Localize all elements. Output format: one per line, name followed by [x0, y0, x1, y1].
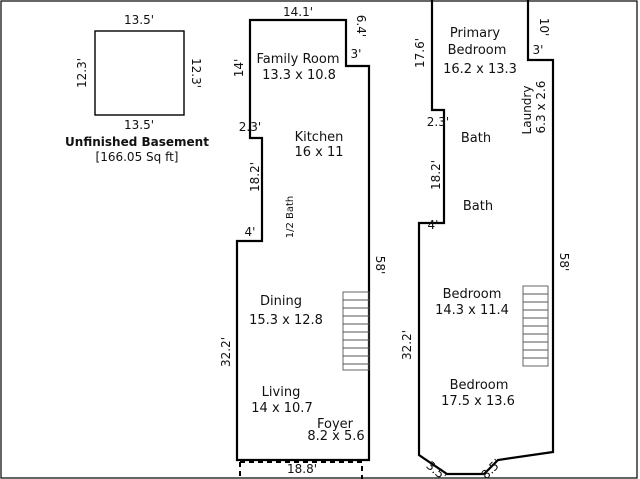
- porch-outline: [239, 461, 363, 479]
- upper-left-dimension: 32.2': [400, 330, 414, 360]
- basement-top-dimension: 13.5': [124, 13, 154, 27]
- primary-bedroom-label-2: Bedroom: [448, 43, 507, 58]
- laundry-size: 6.3 x 2.6: [534, 81, 548, 134]
- upper-stairs: [522, 285, 549, 367]
- main-small-step-dimension: 3': [351, 47, 362, 61]
- upper-right-dimension: 58': [557, 253, 571, 272]
- upper-floor-plan: 10' 3' 17.6' 2.3' 18.2' 4' 58' 32.2' 3.5…: [400, 0, 571, 479]
- laundry-label: Laundry: [520, 86, 534, 135]
- half-bath-label: 1/2 Bath: [285, 196, 296, 239]
- main-step-dimension: 6.4': [354, 15, 368, 37]
- basement-left-dimension: 12.3': [75, 58, 89, 88]
- main-kitchen-left-dimension: 18.2': [248, 162, 262, 192]
- bath-1-label: Bath: [461, 131, 491, 146]
- basement-plan: 13.5' 13.5' 12.3' 12.3' Unfinished Basem…: [65, 13, 209, 164]
- upper-mid-left-dimension: 18.2': [429, 160, 443, 190]
- upper-top-right-dimension: 10': [537, 18, 551, 37]
- main-right-dimension: 58': [373, 256, 387, 275]
- upper-left-top-dimension: 17.6': [413, 38, 427, 68]
- foyer-label: Foyer: [317, 417, 354, 432]
- upper-small-step-dimension: 3': [533, 43, 544, 57]
- basement-title: Unfinished Basement: [65, 135, 209, 149]
- main-notch2-dimension: 4': [245, 225, 256, 239]
- family-room-label: Family Room: [257, 52, 340, 67]
- primary-bedroom-label-1: Primary: [450, 26, 501, 41]
- main-left-dimension: 32.2': [219, 337, 233, 367]
- basement-bottom-dimension: 13.5': [124, 118, 154, 132]
- basement-area: [166.05 Sq ft]: [96, 150, 179, 164]
- bedroom-1-size: 14.3 x 11.4: [435, 303, 509, 318]
- dining-label: Dining: [260, 294, 302, 309]
- kitchen-label: Kitchen: [295, 130, 344, 145]
- main-family-left-dimension: 14': [232, 59, 246, 78]
- main-floor-walls: [235, 18, 371, 462]
- upper-notch-dimension: 2.3': [427, 115, 449, 129]
- basement-outline: [94, 30, 185, 116]
- primary-bedroom-size: 16.2 x 13.3: [443, 62, 517, 77]
- main-top-dimension: 14.1': [283, 5, 313, 19]
- main-floor-plan: 14.1' 6.4' 3' 14' 2.3' 18.2' 4' 58' 32.2…: [219, 5, 387, 479]
- family-room-size: 13.3 x 10.8: [262, 68, 336, 83]
- main-notch-dimension: 2.3': [239, 120, 261, 134]
- basement-right-dimension: 12.3': [189, 58, 203, 88]
- upper-notch2-dimension: 4': [428, 218, 439, 232]
- living-size: 14 x 10.7: [251, 401, 312, 416]
- bedroom-2-size: 17.5 x 13.6: [441, 394, 515, 409]
- living-label: Living: [262, 385, 301, 400]
- bedroom-2-label: Bedroom: [450, 378, 509, 393]
- foyer-size: 8.2 x 5.6: [307, 429, 364, 444]
- upper-floor-walls: [417, 0, 555, 476]
- main-stairs: [342, 291, 370, 371]
- main-bottom-dimension: 18.8': [287, 462, 317, 476]
- kitchen-size: 16 x 11: [294, 145, 343, 160]
- dining-size: 15.3 x 12.8: [249, 313, 323, 328]
- bath-2-label: Bath: [463, 199, 493, 214]
- bedroom-1-label: Bedroom: [443, 287, 502, 302]
